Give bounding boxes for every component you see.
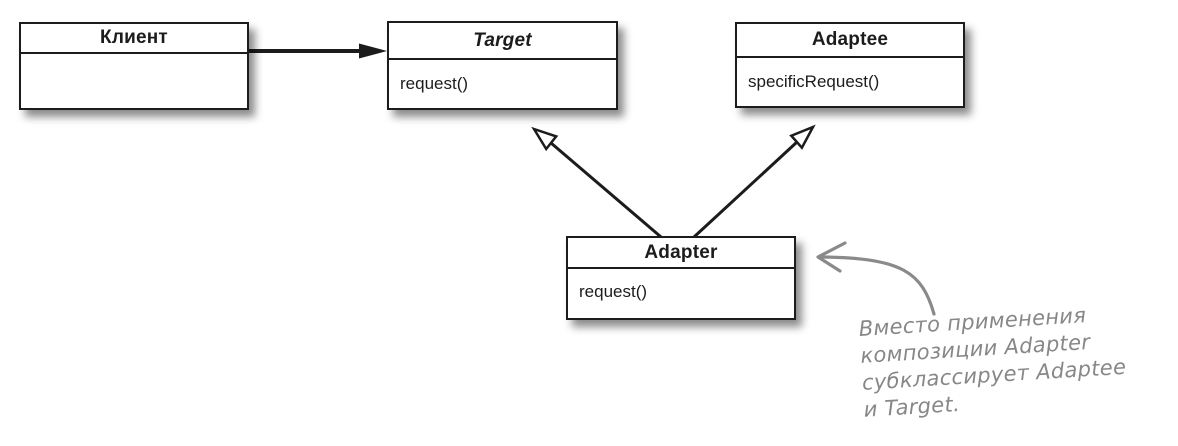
class-methods-empty bbox=[21, 54, 247, 107]
association-arrow bbox=[249, 43, 387, 59]
class-box-adaptee: Adaptee specificRequest() bbox=[735, 22, 965, 108]
open-arrowhead-icon bbox=[816, 241, 847, 273]
method-label: specificRequest() bbox=[748, 71, 880, 91]
class-box-adapter: Adapter request() bbox=[566, 236, 796, 320]
class-box-target: Target request() bbox=[387, 21, 618, 110]
method-label: request() bbox=[579, 281, 648, 301]
class-method: specificRequest() bbox=[737, 58, 963, 105]
class-method: request() bbox=[389, 60, 616, 107]
handwritten-note: Вместо применения композиции Adapter суб… bbox=[858, 300, 1129, 424]
inheritance-arrow-adaptee bbox=[692, 124, 816, 239]
class-method: request() bbox=[568, 269, 794, 314]
class-title: Adaptee bbox=[737, 24, 963, 58]
class-title: Adapter bbox=[568, 238, 794, 269]
hollow-triangle-icon bbox=[531, 126, 559, 152]
hollow-triangle-icon bbox=[789, 124, 816, 150]
method-label: request() bbox=[400, 73, 469, 93]
class-title: Target bbox=[389, 23, 616, 60]
filled-arrowhead-icon bbox=[359, 43, 387, 59]
class-title: Клиент bbox=[21, 24, 247, 54]
inheritance-arrow-target bbox=[531, 126, 662, 239]
class-box-client: Клиент bbox=[19, 22, 249, 110]
annotation-arrow bbox=[816, 241, 936, 316]
